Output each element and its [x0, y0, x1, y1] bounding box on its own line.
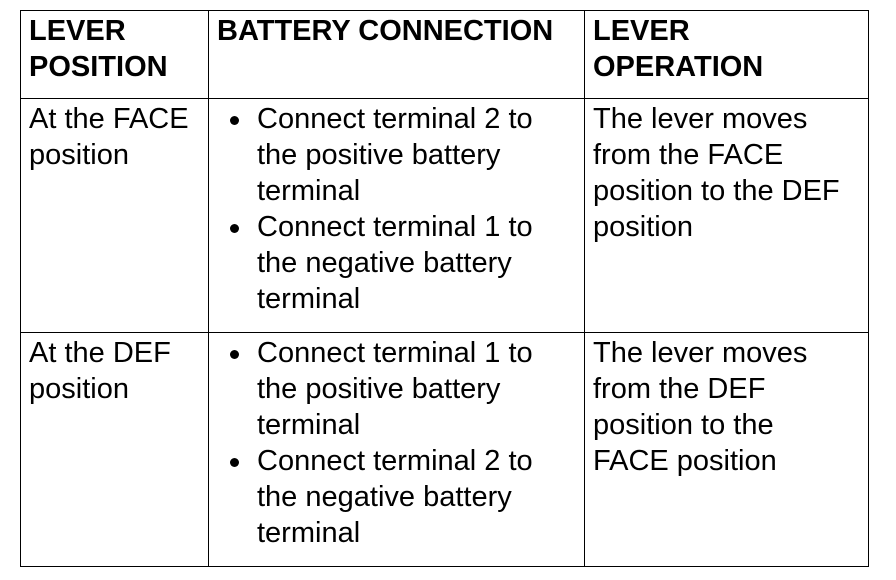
text-line: the negative battery [257, 480, 512, 513]
text-line: position [593, 211, 693, 244]
text-line: position to the DEF [593, 175, 840, 208]
bullet-icon [230, 349, 239, 359]
header-text-line: LEVER [29, 15, 126, 47]
table-row: At the FACE position Connect terminal 2 … [20, 98, 869, 333]
text-line: terminal [257, 516, 361, 549]
text-line: Connect terminal 2 to [257, 444, 533, 477]
text-line: terminal [257, 175, 361, 208]
connection-item: Connect terminal 1 to the negative batte… [217, 209, 576, 317]
cell-lever-operation: The lever moves from the FACE position t… [584, 98, 869, 333]
header-battery-connection: BATTERY CONNECTION [208, 9, 585, 100]
text-line: from the FACE [593, 139, 784, 172]
bullet-icon [230, 116, 239, 126]
connection-list: Connect terminal 2 to the positive batte… [217, 101, 576, 317]
lever-operation-table: LEVER POSITION BATTERY CONNECTION LEVER … [20, 9, 869, 568]
text-line: position [29, 139, 129, 172]
cell-lever-operation: The lever moves from the DEF position to… [584, 331, 869, 568]
cell-battery-connection: Connect terminal 2 to the positive batte… [208, 98, 585, 333]
header-text-line: BATTERY CONNECTION [217, 15, 554, 47]
header-text-line: OPERATION [593, 51, 764, 83]
header-text-line: LEVER [593, 15, 690, 47]
header-lever-operation: LEVER OPERATION [584, 9, 869, 100]
cell-lever-position: At the DEF position [20, 331, 209, 568]
connection-item: Connect terminal 2 to the negative batte… [217, 443, 576, 551]
text-line: the negative battery [257, 247, 512, 280]
text-line: Connect terminal 1 to [257, 336, 533, 369]
cell-battery-connection: Connect terminal 1 to the positive batte… [208, 331, 585, 568]
text-line: Connect terminal 1 to [257, 211, 533, 244]
text-line: At the DEF [29, 336, 171, 369]
header-row: LEVER POSITION BATTERY CONNECTION LEVER … [20, 9, 869, 100]
text-line: position to the [593, 408, 774, 441]
connection-list: Connect terminal 1 to the positive batte… [217, 335, 576, 551]
header-lever-position: LEVER POSITION [20, 9, 209, 100]
text-line: The lever moves [593, 336, 808, 369]
text-line: the positive battery [257, 139, 501, 172]
cell-lever-position: At the FACE position [20, 98, 209, 333]
header-text-line: POSITION [29, 51, 168, 83]
text-line: Connect terminal 2 to [257, 103, 533, 136]
text-line: At the FACE [29, 103, 189, 136]
table-row: At the DEF position Connect terminal 1 t… [20, 331, 869, 568]
text-line: terminal [257, 283, 361, 316]
connection-item: Connect terminal 1 to the positive batte… [217, 335, 576, 443]
text-line: position [29, 372, 129, 405]
text-line: The lever moves [593, 103, 808, 136]
bullet-icon [230, 457, 239, 467]
text-line: FACE position [593, 444, 777, 477]
text-line: terminal [257, 408, 361, 441]
text-line: the positive battery [257, 372, 501, 405]
connection-item: Connect terminal 2 to the positive batte… [217, 101, 576, 209]
bullet-icon [230, 224, 239, 234]
text-line: from the DEF [593, 372, 766, 405]
